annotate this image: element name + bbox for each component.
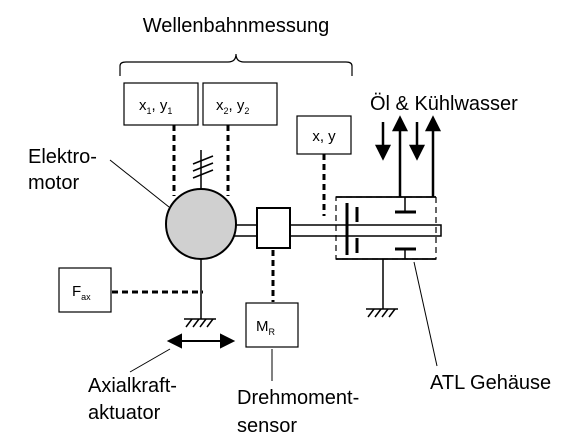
drehmoment-label-line1: Drehmoment-	[237, 387, 359, 409]
sensor-box-fax	[58, 267, 112, 313]
x2y2-sub1: 2	[224, 106, 229, 116]
oil-coolant-arrows	[374, 115, 442, 197]
x1y1-x: x	[139, 97, 147, 114]
sensor-box-x1y1	[123, 82, 199, 126]
elektromotor-label-line1: Elektro-	[28, 146, 97, 168]
atl-housing	[335, 196, 437, 260]
sensor-box-x2y2	[202, 82, 278, 126]
motor-terminal-symbol	[192, 150, 214, 190]
atl-ground	[366, 259, 398, 318]
oil-coolant-label: Öl & Kühlwasser	[370, 93, 518, 115]
sensor-label-mr: MR	[256, 318, 276, 337]
axialkraft-label-line1: Axialkraft-	[88, 375, 177, 397]
x2y2-sep: , y	[229, 97, 245, 114]
atl-gehaeuse-label: ATL Gehäuse	[430, 372, 551, 394]
fax-main: F	[72, 283, 81, 300]
sensor-label-x1y1: x1, y1	[139, 97, 172, 116]
elektromotor-label-line2: motor	[28, 172, 79, 194]
measurement-brace	[119, 53, 353, 76]
x2y2-x: x	[216, 97, 224, 114]
mr-main: M	[256, 318, 269, 335]
mr-sub: R	[269, 327, 276, 337]
sensor-dashed-lines	[112, 125, 326, 302]
sensor-label-fax: Fax	[72, 283, 91, 302]
fax-sub: ax	[81, 292, 91, 302]
axialkraft-label-line2: aktuator	[88, 402, 161, 424]
drehmoment-label-line2: sensor	[237, 415, 297, 437]
wellenbahnmessung-title: Wellenbahnmessung	[143, 15, 329, 37]
torque-sensor-body	[256, 207, 291, 249]
x1y1-sep: , y	[152, 97, 168, 114]
axial-actuator-arrow	[166, 333, 236, 349]
leader-lines	[109, 159, 438, 381]
x1y1-sub2: 1	[167, 106, 172, 116]
electric-motor	[165, 188, 237, 260]
x2y2-sub2: 2	[244, 106, 249, 116]
motor-support	[184, 259, 216, 328]
sensor-box-mr	[245, 302, 299, 348]
x1y1-sub1: 1	[147, 106, 152, 116]
sensor-label-x2y2: x2, y2	[216, 97, 249, 116]
sensor-label-xy: x, y	[312, 128, 336, 145]
